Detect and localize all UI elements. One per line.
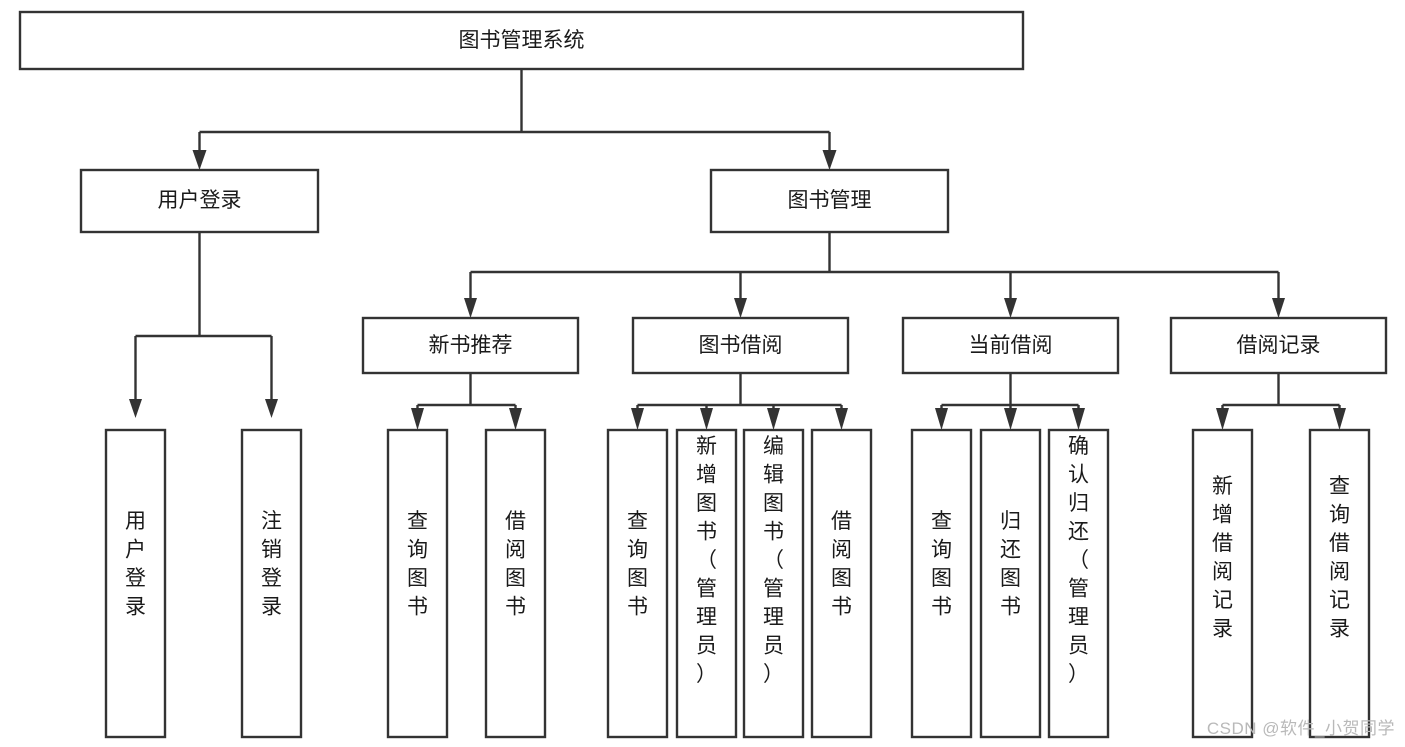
arrow-head-leaf-return-book (1004, 408, 1017, 430)
node-root-label: 图书管理系统 (459, 29, 585, 52)
node-book-borrow-label: 图书借阅 (699, 334, 783, 357)
arrow-head-leaf-add-record (1216, 408, 1229, 430)
leaf-user-login[interactable]: 用户登录 (104, 428, 167, 739)
leaf-query-book-2-box[interactable] (606, 428, 669, 739)
leaf-borrow-book-1-box[interactable] (484, 428, 547, 739)
leaf-borrow-book-2-label: 借阅图书 (831, 510, 852, 619)
node-borrow-record-label: 借阅记录 (1237, 334, 1321, 357)
arrow-head-leaf-confirm-return (1072, 408, 1085, 430)
leaf-logout[interactable]: 注销登录 (240, 428, 303, 739)
arrow-head-current-borrow (1004, 298, 1017, 318)
leaf-return-book[interactable]: 归还图书 (979, 428, 1042, 739)
leaf-query-book-3-box[interactable] (910, 428, 973, 739)
node-book-management-label: 图书管理 (788, 189, 872, 212)
connector-layer (129, 69, 1346, 430)
arrow-head-book-management (822, 150, 837, 170)
node-book-borrow[interactable]: 图书借阅 (631, 316, 850, 375)
leaf-query-book-2[interactable]: 查询图书 (606, 428, 669, 739)
leaf-query-book-2-label: 查询图书 (627, 510, 648, 619)
arrow-head-borrow-record (1272, 298, 1285, 318)
node-current-borrow[interactable]: 当前借阅 (901, 316, 1120, 375)
leaf-return-book-label: 归还图书 (1000, 510, 1021, 619)
leaf-query-record-label: 查询借阅记录 (1329, 475, 1350, 641)
leaf-query-book-3[interactable]: 查询图书 (910, 428, 973, 739)
node-user-login-box[interactable] (79, 168, 320, 234)
leaf-confirm-return[interactable]: 确认归还（管理员） (1047, 428, 1110, 739)
arrow-head-leaf-borrow-book-1 (509, 408, 522, 430)
node-user-login[interactable]: 用户登录 (79, 168, 320, 234)
node-new-book-recommend[interactable]: 新书推荐 (361, 316, 580, 375)
leaf-query-record[interactable]: 查询借阅记录 (1308, 428, 1371, 739)
leaf-edit-book[interactable]: 编辑图书（管理员） (742, 428, 805, 739)
leaf-add-book-box[interactable] (675, 428, 738, 739)
node-book-management[interactable]: 图书管理 (709, 168, 950, 234)
node-book-management-box[interactable] (709, 168, 950, 234)
arrow-head-leaf-add-book (700, 408, 713, 430)
leaf-add-record-box[interactable] (1191, 428, 1254, 739)
leaf-query-book-1-label: 查询图书 (407, 510, 428, 619)
leaf-borrow-book-2-box[interactable] (810, 428, 873, 739)
node-new-book-recommend-label: 新书推荐 (429, 334, 513, 357)
leaf-confirm-return-box[interactable] (1047, 428, 1110, 739)
node-new-book-recommend-box[interactable] (361, 316, 580, 375)
csdn-watermark: CSDN @软件_小贺同学 (1206, 719, 1395, 738)
leaf-add-record-label: 新增借阅记录 (1212, 475, 1233, 641)
node-current-borrow-box[interactable] (901, 316, 1120, 375)
node-root[interactable]: 图书管理系统 (18, 10, 1025, 71)
arrow-head-leaf-borrow-book-2 (835, 408, 848, 430)
leaf-borrow-book-1[interactable]: 借阅图书 (484, 428, 547, 739)
arrow-head-leaf-query-book-3 (935, 408, 948, 430)
leaf-logout-label: 注销登录 (261, 510, 282, 619)
leaf-edit-book-label: 编辑图书（管理员） (763, 435, 784, 686)
leaf-user-login-box[interactable] (104, 428, 167, 739)
leaf-add-book-label: 新增图书（管理员） (696, 435, 717, 686)
arrow-head-leaf-logout (265, 399, 278, 418)
leaf-query-book-1[interactable]: 查询图书 (386, 428, 449, 739)
node-current-borrow-label: 当前借阅 (969, 334, 1053, 357)
leaf-query-record-box[interactable] (1308, 428, 1371, 739)
leaf-user-login-label: 用户登录 (125, 510, 146, 619)
arrow-head-new-book-recommend (464, 298, 477, 318)
arrow-head-user-login (192, 150, 207, 170)
arrow-head-leaf-query-book-1 (411, 408, 424, 430)
node-book-borrow-box[interactable] (631, 316, 850, 375)
node-borrow-record[interactable]: 借阅记录 (1169, 316, 1388, 375)
leaf-query-book-1-box[interactable] (386, 428, 449, 739)
arrow-head-leaf-query-record (1333, 408, 1346, 430)
leaf-borrow-book-2[interactable]: 借阅图书 (810, 428, 873, 739)
leaf-confirm-return-label: 确认归还（管理员） (1068, 435, 1089, 686)
arrow-head-book-borrow (734, 298, 747, 318)
arrow-head-leaf-user-login (129, 399, 142, 418)
arrow-head-leaf-query-book-2 (631, 408, 644, 430)
leaf-add-record[interactable]: 新增借阅记录 (1191, 428, 1254, 739)
arrow-head-leaf-edit-book (767, 408, 780, 430)
node-user-login-label: 用户登录 (158, 189, 242, 212)
node-root-box[interactable] (18, 10, 1025, 71)
leaf-return-book-box[interactable] (979, 428, 1042, 739)
leaf-logout-box[interactable] (240, 428, 303, 739)
leaf-query-book-3-label: 查询图书 (931, 510, 952, 619)
leaf-add-book[interactable]: 新增图书（管理员） (675, 428, 738, 739)
node-borrow-record-box[interactable] (1169, 316, 1388, 375)
leaf-borrow-book-1-label: 借阅图书 (505, 510, 526, 619)
leaf-edit-book-box[interactable] (742, 428, 805, 739)
